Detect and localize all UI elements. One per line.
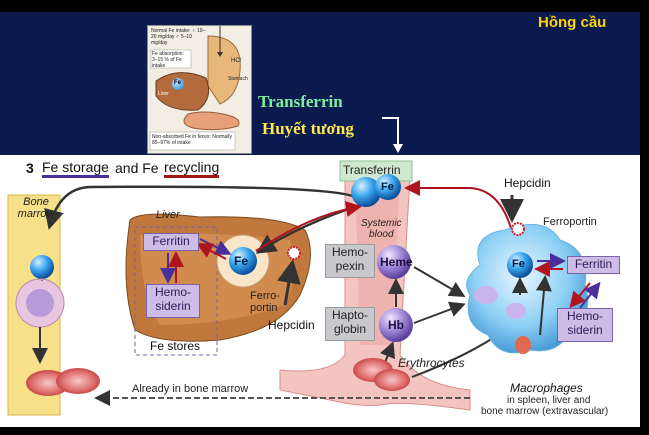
ferroportin-right-label: Ferroportin <box>543 216 597 228</box>
inset-hcl: HCl <box>231 58 241 64</box>
erythrocytes-label: Erythrocytes <box>398 356 465 370</box>
hemosiderin-right-box: Hemo-siderin <box>557 308 613 342</box>
heme-label: Heme <box>380 255 413 269</box>
inset-liver: Liver <box>158 91 169 97</box>
transferrin-caption: Transferrin <box>258 92 343 111</box>
liver-fe-label: Fe <box>234 254 249 268</box>
transferrin-fe-label: Fe <box>381 181 394 193</box>
title-band <box>0 12 640 155</box>
inset-absorption: Fe absorption: 3–15 % of Fe intake <box>152 51 184 69</box>
ferritin-box: Ferritin <box>143 233 199 251</box>
inset-feces: Non-absorbed Fe in feces: Normally 85–97… <box>152 134 233 146</box>
hemosiderin-box: Hemo-siderin <box>146 284 200 318</box>
section-number: 3 <box>26 160 34 176</box>
plasma-pointer-arrow <box>382 117 403 153</box>
ferritin-right-box: Ferritin <box>567 256 620 274</box>
liver-label: Liver <box>156 209 180 221</box>
fe-stores-label: Fe stores <box>150 339 201 353</box>
inset-fe-ball <box>172 78 184 90</box>
absorption-inset: Normal Fe intake: ♀ 10–20 mg/day ♂ 5–10 … <box>147 25 252 154</box>
hemopexin-box: Hemo-pexin <box>325 244 375 278</box>
macrophages-label: Macrophages <box>510 381 583 395</box>
inset-fe-label: Fe <box>174 80 182 86</box>
corner-title: Hồng cầu <box>538 14 607 31</box>
macrophage-fe-label: Fe <box>512 258 525 270</box>
inset-intake: Normal Fe intake: ♀ 10–20 mg/day ♂ 5–10 … <box>151 28 206 46</box>
macrophages-sub1: in spleen, liver and <box>507 395 591 406</box>
macrophages-sub2: bone marrow (extravascular) <box>481 406 609 417</box>
transferrin-label: Transferrin <box>343 163 401 177</box>
hepcidin-right-label: Hepcidin <box>504 176 551 190</box>
inset-stomach: Stomach <box>228 76 248 82</box>
bone-marrow-label: Bone marrow <box>17 196 55 220</box>
section-title-and: and Fe <box>115 160 159 176</box>
ferroportin-liver-label: Ferro-portin <box>250 290 280 314</box>
hepcidin-liver-label: Hepcidin <box>268 318 315 332</box>
haptoglobin-box: Hapto-globin <box>325 307 375 341</box>
inset-drawing <box>149 26 241 151</box>
hb-label: Hb <box>388 318 404 332</box>
already-in-bone-marrow-label: Already in bone marrow <box>132 383 249 395</box>
plasma-caption: Huyết tương <box>262 119 354 138</box>
section-title-recycling: recycling <box>164 160 220 178</box>
section-title-storage: Fe storage <box>42 160 109 178</box>
